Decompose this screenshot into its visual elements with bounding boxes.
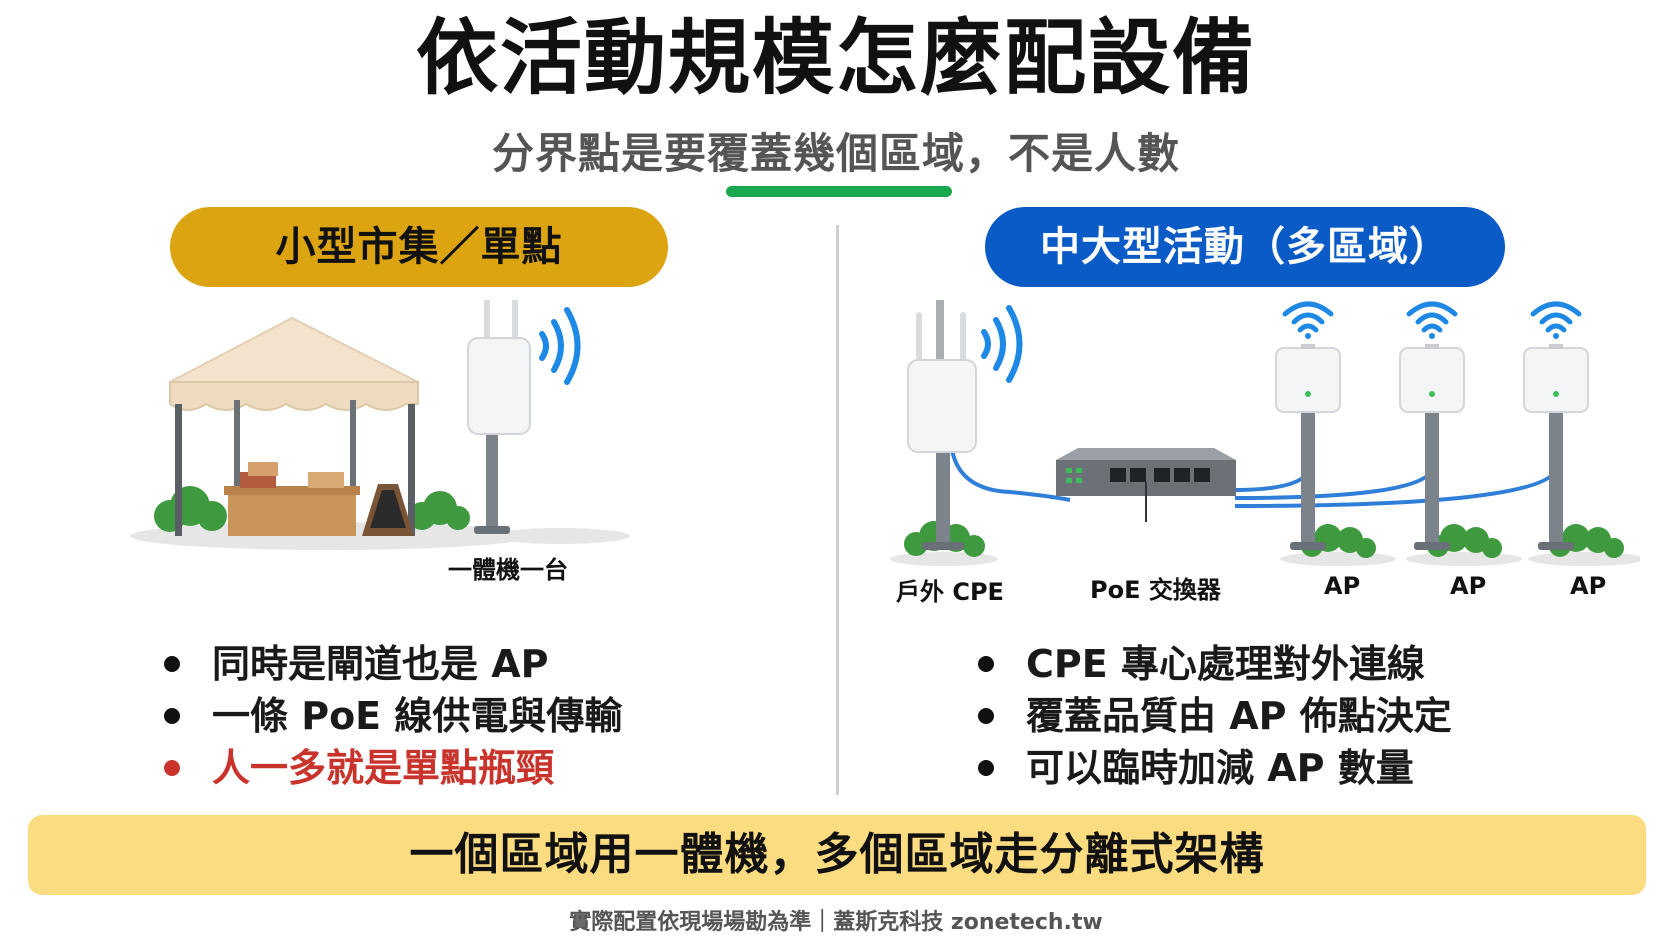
small-event-header: 小型市集／單點 <box>170 207 668 287</box>
access-point-icon <box>1523 344 1589 550</box>
bullet-dot-icon <box>978 656 994 672</box>
ap-label-3: AP <box>1570 572 1607 600</box>
wifi-signal-icon <box>981 305 1023 383</box>
footer-note: 實際配置依現場場勘為準｜蓋斯克科技 zonetech.tw <box>569 910 1103 935</box>
small-event-illustration: 一體機一台 <box>130 290 650 620</box>
large-event-header: 中大型活動（多區域） <box>985 207 1505 287</box>
bullet-item: 同時是閘道也是 AP <box>164 638 622 690</box>
bullet-item: CPE 專心處理對外連線 <box>978 638 1452 690</box>
bullet-dot-icon <box>164 708 180 724</box>
page-title: 依活動規模怎麼配設備 <box>415 11 1256 106</box>
poe-switch-icon <box>1056 448 1236 522</box>
tent-icon <box>169 316 419 536</box>
page-subtitle: 分界點是要覆蓋幾個區域，不是人數 <box>491 129 1180 178</box>
bullet-dot-icon <box>164 656 180 672</box>
ap-label-2: AP <box>1450 572 1487 600</box>
all-in-one-device-icon <box>467 290 531 534</box>
outdoor-cpe-icon <box>907 290 977 550</box>
bullet-dot-icon <box>978 760 994 776</box>
summary-banner: 一個區域用一體機，多個區域走分離式架構 <box>28 815 1646 895</box>
bullet-item: 一條 PoE 線供電與傳輸 <box>164 690 622 742</box>
bullet-dot-icon <box>978 708 994 724</box>
wifi-signal-icon <box>1282 301 1582 333</box>
bullet-item: 覆蓋品質由 AP 佈點決定 <box>978 690 1452 742</box>
column-divider <box>836 225 839 795</box>
bullet-dot-icon <box>164 760 180 776</box>
access-point-icon <box>1399 344 1465 550</box>
poe-switch-label: PoE 交換器 <box>1090 576 1221 604</box>
cpe-label: 戶外 CPE <box>896 578 1004 606</box>
bush-icon <box>904 521 1624 558</box>
large-event-illustration: 戶外 CPE PoE 交換器 AP AP AP <box>880 290 1644 620</box>
market-table-icon <box>224 462 360 536</box>
access-point-icon <box>1275 344 1341 550</box>
large-event-bullets: CPE 專心處理對外連線 覆蓋品質由 AP 佈點決定 可以臨時加減 AP 數量 <box>978 638 1452 794</box>
title-underline <box>726 186 952 197</box>
bullet-item: 可以臨時加減 AP 數量 <box>978 742 1452 794</box>
sign-board-icon <box>362 484 414 536</box>
bullet-item-warning: 人一多就是單點瓶頸 <box>164 742 622 794</box>
small-event-bullets: 同時是閘道也是 AP 一條 PoE 線供電與傳輸 人一多就是單點瓶頸 <box>164 638 622 794</box>
market-scene-graphic <box>130 290 630 550</box>
ap-label-1: AP <box>1324 572 1361 600</box>
wifi-signal-icon <box>539 307 581 385</box>
ethernet-cable <box>950 407 1560 508</box>
all-in-one-label: 一體機一台 <box>448 556 568 584</box>
network-topology-graphic <box>890 290 1644 566</box>
pole-ground-shadow <box>490 528 630 544</box>
